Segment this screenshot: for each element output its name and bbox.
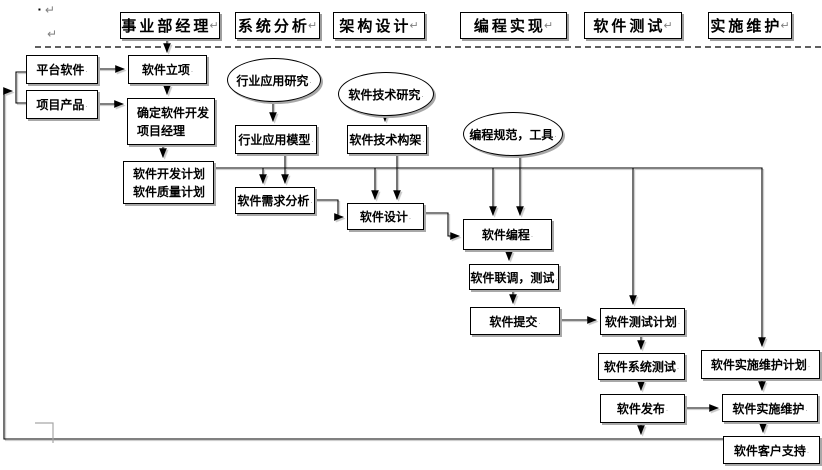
node-label: 软件技术构架 bbox=[349, 133, 422, 147]
node-impl-maintenance: 软件实施维护. bbox=[722, 394, 818, 422]
lane-label: 系统分析 bbox=[237, 18, 310, 35]
node-software-coding: 软件编程. bbox=[463, 219, 552, 250]
hidden-mark: . bbox=[310, 196, 313, 205]
node-label: 软件立项 bbox=[141, 63, 190, 77]
node-label-line2: 软件质量计划 bbox=[133, 184, 206, 199]
return-mark: ↵ bbox=[543, 20, 554, 32]
node-customer-support: 软件客户支持. bbox=[723, 436, 820, 464]
hidden-mark: . bbox=[190, 65, 194, 74]
hidden-mark: . bbox=[805, 403, 808, 413]
lane-header-dept-manager: 事业部经理↵ bbox=[120, 12, 220, 39]
hidden-mark: . bbox=[554, 129, 557, 139]
node-software-release: 软件发布. bbox=[600, 394, 685, 423]
node-label: 软件实施维护计划 bbox=[710, 358, 807, 372]
edge-support-feedback-loop bbox=[3, 87, 723, 440]
hidden-mark: . bbox=[309, 75, 312, 85]
hidden-mark: . bbox=[530, 230, 534, 239]
return-mark: ↵ bbox=[409, 20, 419, 32]
hidden-mark: . bbox=[422, 135, 425, 144]
lane-header-testing: 软件测试↵ bbox=[584, 12, 682, 39]
node-software-initiation: 软件立项. bbox=[128, 55, 207, 84]
node-test-plan: 软件测试计划. bbox=[600, 308, 685, 335]
paragraph-mark-top: ▪↵ bbox=[38, 4, 55, 16]
lane-label: 事业部经理 bbox=[121, 18, 212, 35]
node-joint-debug-test: 软件联调，测试. bbox=[469, 264, 559, 290]
paragraph-mark-second: ↵ bbox=[47, 28, 57, 40]
node-software-design: 软件设计. bbox=[347, 203, 424, 230]
node-label: 软件测试计划 bbox=[604, 315, 677, 329]
node-label: 软件系统测试 bbox=[603, 360, 676, 374]
hidden-mark: . bbox=[311, 135, 314, 144]
bullet-mark: ▪ bbox=[38, 5, 41, 14]
lane-label: 实施维护 bbox=[710, 18, 783, 35]
ellipse-label: 行业应用研究 bbox=[236, 73, 309, 88]
hidden-mark: . bbox=[665, 404, 669, 413]
node-label-line2: 项目经理 bbox=[137, 123, 186, 138]
node-label: 平台软件 bbox=[36, 63, 85, 77]
lane-label: 软件测试 bbox=[593, 18, 666, 35]
return-mark: ↵ bbox=[44, 3, 55, 17]
node-label: 行业应用模型 bbox=[238, 133, 311, 147]
edge-plan-mainline bbox=[203, 167, 766, 348]
node-industry-app-model: 行业应用模型. bbox=[235, 125, 317, 154]
hidden-mark: . bbox=[408, 212, 412, 221]
return-mark: ↵ bbox=[47, 27, 58, 41]
hidden-mark: . bbox=[807, 360, 811, 369]
return-mark: ↵ bbox=[307, 20, 318, 32]
ellipse-coding-standards: 编程规范，工具. bbox=[463, 112, 563, 156]
ellipse-label: 编程规范，工具 bbox=[469, 127, 554, 142]
node-label: 软件发布 bbox=[616, 402, 665, 416]
lane-header-implementation: 实施维护↵ bbox=[708, 12, 792, 39]
node-assign-project-manager: 确定软件开发 项目经理 bbox=[127, 98, 215, 145]
edge-req-design bbox=[313, 199, 345, 221]
node-label: 软件实施维护 bbox=[732, 401, 805, 416]
hidden-mark: . bbox=[85, 100, 88, 109]
hidden-mark: . bbox=[85, 65, 88, 74]
hidden-mark: . bbox=[677, 317, 681, 326]
node-label: 软件联调，测试 bbox=[470, 270, 555, 285]
node-label: 软件提交 bbox=[489, 314, 538, 329]
node-label: 项目产品 bbox=[36, 98, 85, 112]
hidden-mark: . bbox=[538, 316, 541, 326]
node-project-product: 项目产品. bbox=[26, 90, 98, 119]
lane-header-system-analysis: 系统分析↵ bbox=[235, 12, 320, 39]
node-platform-software: 平台软件. bbox=[26, 55, 98, 84]
node-label: 软件客户支持 bbox=[733, 443, 806, 458]
node-label: 软件设计 bbox=[359, 210, 408, 224]
node-label: 软件需求分析 bbox=[237, 194, 310, 208]
node-label-line1: 确定软件开发 bbox=[137, 105, 210, 120]
return-mark: ↵ bbox=[663, 20, 673, 32]
lane-label: 编程实现 bbox=[473, 18, 546, 35]
return-mark: ↵ bbox=[780, 20, 790, 32]
hidden-mark: . bbox=[555, 272, 558, 282]
gray-corner-mark bbox=[35, 422, 54, 443]
platform-product-branch bbox=[15, 71, 26, 104]
hidden-mark: . bbox=[676, 362, 680, 371]
ellipse-tech-research: 软件技术研究. bbox=[338, 72, 434, 116]
node-impl-maintenance-plan: 软件实施维护计划. bbox=[701, 350, 820, 379]
hidden-mark: . bbox=[421, 89, 424, 99]
node-system-test: 软件系统测试. bbox=[598, 353, 685, 380]
hidden-mark: . bbox=[806, 445, 810, 455]
node-label: 软件编程 bbox=[481, 228, 530, 242]
return-mark: ↵ bbox=[209, 20, 219, 32]
node-dev-quality-plan: 软件开发计划 软件质量计划 bbox=[123, 161, 214, 204]
node-tech-architecture: 软件技术构架. bbox=[347, 125, 427, 154]
ellipse-label: 软件技术研究 bbox=[348, 87, 421, 102]
lane-header-architecture: 架构设计↵ bbox=[333, 12, 425, 39]
node-requirements-analysis: 软件需求分析. bbox=[235, 187, 315, 214]
node-label-line1: 软件开发计划 bbox=[133, 166, 206, 181]
node-software-submit: 软件提交. bbox=[470, 307, 560, 335]
lane-label: 架构设计 bbox=[339, 18, 412, 35]
ellipse-industry-research: 行业应用研究. bbox=[227, 58, 321, 102]
lane-header-programming: 编程实现↵ bbox=[460, 12, 567, 39]
edge-design-coding bbox=[422, 212, 461, 240]
